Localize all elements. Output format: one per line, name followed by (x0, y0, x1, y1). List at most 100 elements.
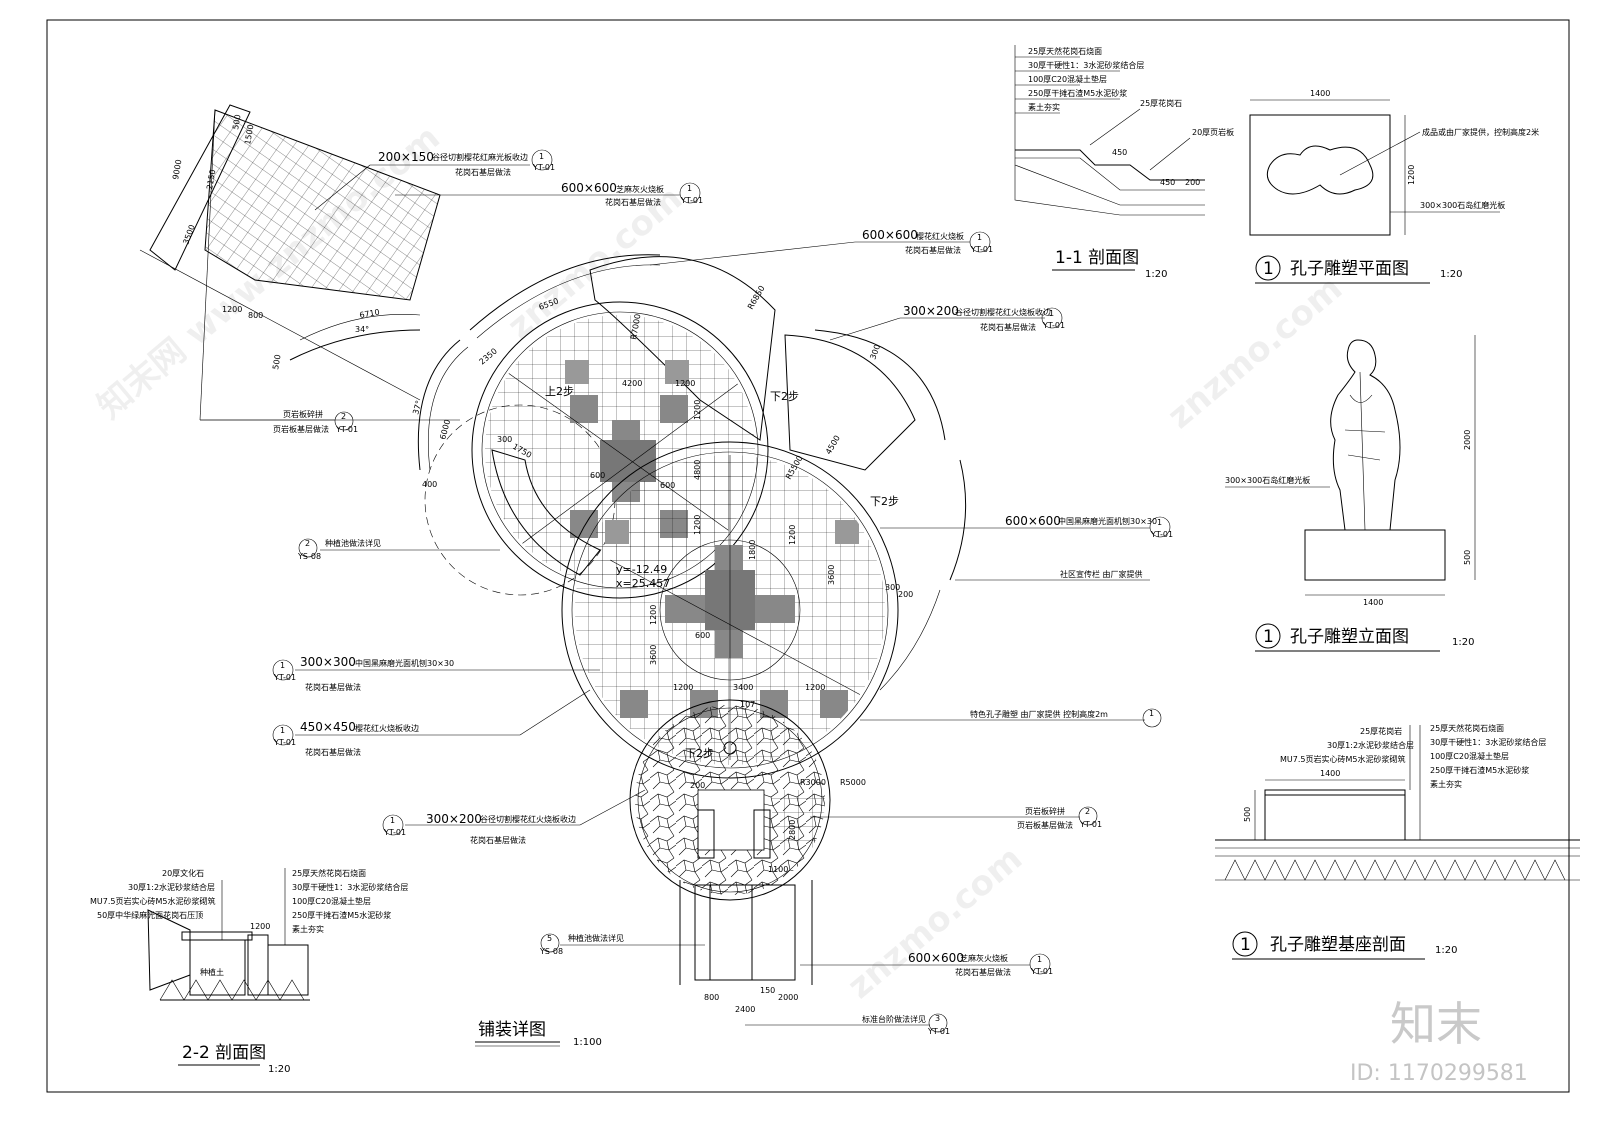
statue-base-right-3: 100厚C20混凝土垫层 (1430, 751, 1509, 761)
note-statue-num: 1 (1149, 709, 1154, 718)
callout-9-sub: 花岗石基层做法 (955, 967, 1011, 977)
note-shale-1-sub: 页岩板基层做法 (273, 424, 329, 434)
section-2-left-2: 30厚1:2水泥砂浆结合层 (128, 882, 215, 892)
coord-y: y=-12.49 (616, 563, 667, 576)
dim-4200: 4200 (622, 379, 642, 388)
callout-6-spec: 中国黑麻磨光面机刨30×30 (355, 658, 454, 668)
callout-1-num: 1 (539, 152, 544, 161)
statue-plan-height: 1200 (1407, 165, 1416, 185)
dim-800: 800 (704, 993, 719, 1002)
main-scale: 1:100 (573, 1037, 602, 1048)
dim-1800: 1800 (748, 540, 757, 560)
section-1-dim-450a: 450 (1112, 148, 1127, 157)
callout-8-sub: 花岗石基层做法 (470, 835, 526, 845)
section-1-layer-4: 250厚干摊石渣M5水泥砂浆 (1028, 88, 1127, 98)
statue-plan-scale: 1:20 (1440, 269, 1462, 280)
statue-plan: 1400 1200 成品或由厂家提供，控制高度2米 300×300石岛红磨光板 (1249, 89, 1539, 236)
section-1-note-stone: 25厚花岗石 (1140, 98, 1182, 108)
callout-5-spec: 中国黑麻磨光面机刨30×30 (1058, 516, 1157, 526)
note-planter-1-num: 2 (305, 539, 310, 548)
dim-600a: 600 (590, 471, 605, 480)
dim-3600b: 3600 (649, 645, 658, 665)
section-2-right-1: 25厚天然花岗石烧面 (292, 868, 366, 878)
statue-base-section: 1400 500 25厚花岗岩 30厚1:2水泥砂浆结合层 MU7.5页岩实心砖… (1215, 723, 1580, 881)
section-1-scale: 1:20 (1145, 269, 1167, 280)
note-planter-1-ref: YS-08 (297, 552, 321, 561)
callout-1-ref: YT-01 (532, 163, 555, 172)
label-down-steps-a: 下2步 (770, 390, 799, 403)
dim-r6850: R6850 (746, 284, 767, 311)
note-shale-2-num: 2 (1085, 807, 1090, 816)
callout-7-main: 450×450 (300, 720, 356, 734)
dim-2800: 2800 (788, 820, 797, 840)
callout-9-num: 1 (1037, 955, 1042, 964)
section-1-layer-5: 素土夯实 (1028, 102, 1060, 112)
dim-1200g: 1200 (649, 605, 658, 625)
dim-150: 150 (760, 986, 775, 995)
dim-r7000: R7000 (629, 313, 642, 340)
statue-elev-height: 2000 (1463, 430, 1472, 450)
statue-base-left-1: 25厚花岗岩 (1360, 726, 1402, 736)
callout-3-spec: 樱花红火烧板 (916, 231, 964, 241)
dim-4800: 4800 (693, 460, 702, 480)
callout-3-sub: 花岗石基层做法 (905, 245, 961, 255)
callout-8-spec: 谷径切割樱花红火烧板收边 (480, 814, 576, 824)
dim-3400: 3400 (733, 683, 753, 692)
section-2-right-2: 30厚干硬性1：3水泥砂浆结合层 (292, 882, 408, 892)
dim-600c: 600 (695, 631, 710, 640)
dim-2350: 2350 (478, 347, 499, 367)
note-shale-1: 页岩板碎拼 (283, 409, 323, 419)
watermark-diag-3: znzmo.com (1160, 268, 1350, 436)
section-1-dim-200: 200 (1185, 178, 1200, 187)
section-2-dim: 1200 (250, 922, 270, 931)
dim-3600: 3600 (827, 565, 836, 585)
callout-7-spec: 樱花红火烧板收边 (355, 723, 419, 733)
note-shale-2: 页岩板碎拼 (1025, 806, 1065, 816)
note-planter-2-num: 5 (547, 934, 552, 943)
dim-1200d: 1200 (788, 525, 797, 545)
dim-1100: 1100 (768, 865, 788, 874)
paving-plan (139, 104, 967, 985)
statue-base-title: 孔子雕塑基座剖面 (1270, 935, 1406, 955)
callout-2-main: 600×600 (561, 181, 617, 195)
callout-2-sub: 花岗石基层做法 (605, 197, 661, 207)
note-steps-ref: YT-01 (927, 1027, 950, 1036)
dim-200c: 200 (898, 590, 913, 599)
statue-base-right-4: 250厚干摊石渣M5水泥砂浆 (1430, 765, 1529, 775)
callout-4-spec: 谷径切割樱花红火烧板收边 (955, 307, 1051, 317)
statue-base-right-1: 25厚天然花岗石烧面 (1430, 723, 1504, 733)
dim-400: 400 (422, 480, 437, 489)
callout-3-num: 1 (977, 233, 982, 242)
section-2-left-1: 20厚文化石 (162, 868, 204, 878)
statue-plan-note: 成品或由厂家提供，控制高度2米 (1422, 127, 1539, 137)
callout-2-spec: 芝麻灰火烧板 (616, 184, 664, 194)
dim-1200b: 1200 (693, 400, 702, 420)
callout-4-main: 300×200 (903, 304, 959, 318)
section-2-right-3: 100厚C20混凝土垫层 (292, 896, 371, 906)
watermark-id: ID: 1170299581 (1350, 1061, 1528, 1086)
fan-edge-strip (149, 104, 251, 271)
statue-base-right-5: 素土夯实 (1430, 779, 1462, 789)
callout-6-ref: YT-01 (273, 673, 296, 682)
statue-base-left-3: MU7.5页岩实心砖M5水泥砂浆砌筑 (1280, 754, 1405, 764)
section-2-plant-soil: 种植土 (200, 967, 224, 977)
label-down-steps-b: 下2步 (870, 495, 899, 508)
dim-6710: 6710 (359, 308, 381, 320)
dim-2000: 2000 (778, 993, 798, 1002)
section-1-title: 1-1 剖面图 (1055, 248, 1139, 268)
section-2-right-5: 素土夯实 (292, 924, 324, 934)
watermark-diag-4: znzmo.com (840, 838, 1030, 1006)
note-shale-2-ref: YT-01 (1079, 820, 1102, 829)
statue-base-height: 500 (1243, 807, 1252, 822)
callout-5-ref: YT-01 (1150, 530, 1173, 539)
dim-r5000: R5000 (840, 778, 866, 787)
statue-base-scale: 1:20 (1435, 945, 1457, 956)
callout-6-main: 300×300 (300, 655, 356, 669)
dim-37: 37° (411, 399, 423, 415)
callout-8-main: 300×200 (426, 812, 482, 826)
statue-plan-num: 1 (1263, 259, 1274, 279)
statue-elev-width: 1400 (1363, 598, 1383, 607)
callout-8-ref: YT-01 (383, 828, 406, 837)
callout-8-num: 1 (390, 816, 395, 825)
